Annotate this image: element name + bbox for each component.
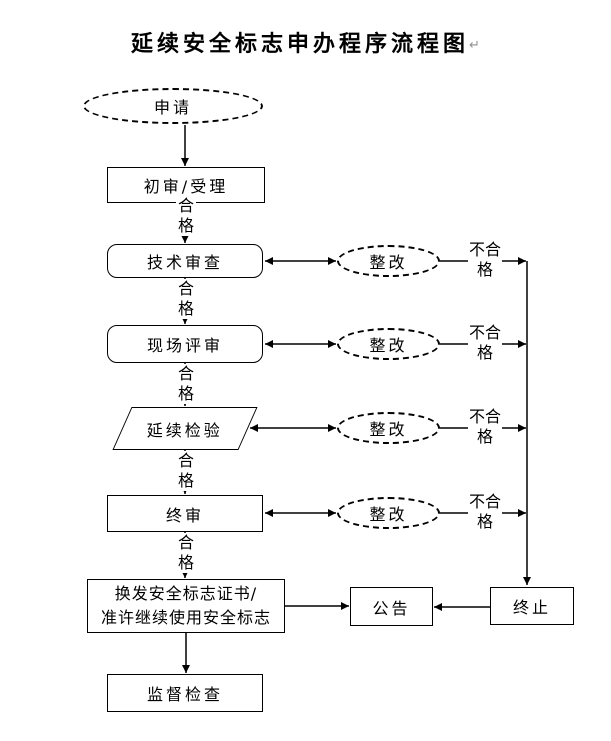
node-announcement: 公告	[350, 587, 433, 626]
node-rectify-renewal: 整改	[337, 412, 440, 444]
edge-label-pass: 合格	[176, 364, 196, 404]
node-rectify-technical: 整改	[337, 245, 440, 277]
node-apply-label: 申请	[153, 98, 192, 117]
node-rectify-final: 整改	[337, 497, 440, 529]
node-supervision-check: 监督检查	[107, 674, 263, 712]
edge-label-fail: 不合格	[468, 240, 502, 280]
node-site-review-label: 现场评审	[146, 336, 223, 355]
node-supervision-check-label: 监督检查	[146, 685, 223, 704]
node-technical-review: 技术审查	[107, 244, 263, 278]
edge-label-fail: 不合格	[468, 323, 502, 363]
node-rectify-label: 整改	[369, 336, 408, 355]
flowchart-title: 延续安全标志申办程序流程图↵	[0, 26, 611, 58]
node-announcement-label: 公告	[372, 598, 411, 618]
node-rectify-label: 整改	[369, 505, 408, 524]
node-rectify-label: 整改	[369, 253, 408, 272]
paragraph-mark-icon: ↵	[469, 38, 480, 53]
edge-label-pass: 合格	[176, 279, 196, 319]
node-rectify-label: 整改	[369, 420, 408, 439]
node-initial-review-label: 初审/受理	[143, 177, 229, 196]
node-termination: 终止	[490, 587, 574, 625]
node-final-review-label: 终审	[165, 505, 204, 525]
node-final-review: 终审	[107, 495, 263, 532]
node-renewal-inspection-label: 延续检验	[146, 420, 223, 440]
node-reissue-certificate-line1: 换发安全标志证书/	[114, 584, 258, 603]
node-reissue-certificate: 换发安全标志证书/ 准许继续使用安全标志	[87, 579, 285, 633]
edge-label-pass: 合格	[176, 196, 196, 236]
edge-label-fail: 不合格	[468, 492, 502, 532]
node-technical-review-label: 技术审查	[146, 253, 223, 272]
edge-label-pass: 合格	[176, 451, 196, 491]
node-site-review: 现场评审	[107, 325, 263, 363]
node-renewal-inspection: 延续检验	[112, 407, 258, 450]
node-termination-label: 终止	[512, 598, 551, 617]
node-apply: 申请	[83, 88, 263, 124]
node-rectify-site: 整改	[337, 328, 440, 360]
title-text: 延续安全标志申办程序流程图	[131, 32, 470, 57]
node-reissue-certificate-line2: 准许继续使用安全标志	[100, 608, 271, 627]
edge-label-fail: 不合格	[468, 407, 502, 447]
edge-label-pass: 合格	[176, 533, 196, 573]
